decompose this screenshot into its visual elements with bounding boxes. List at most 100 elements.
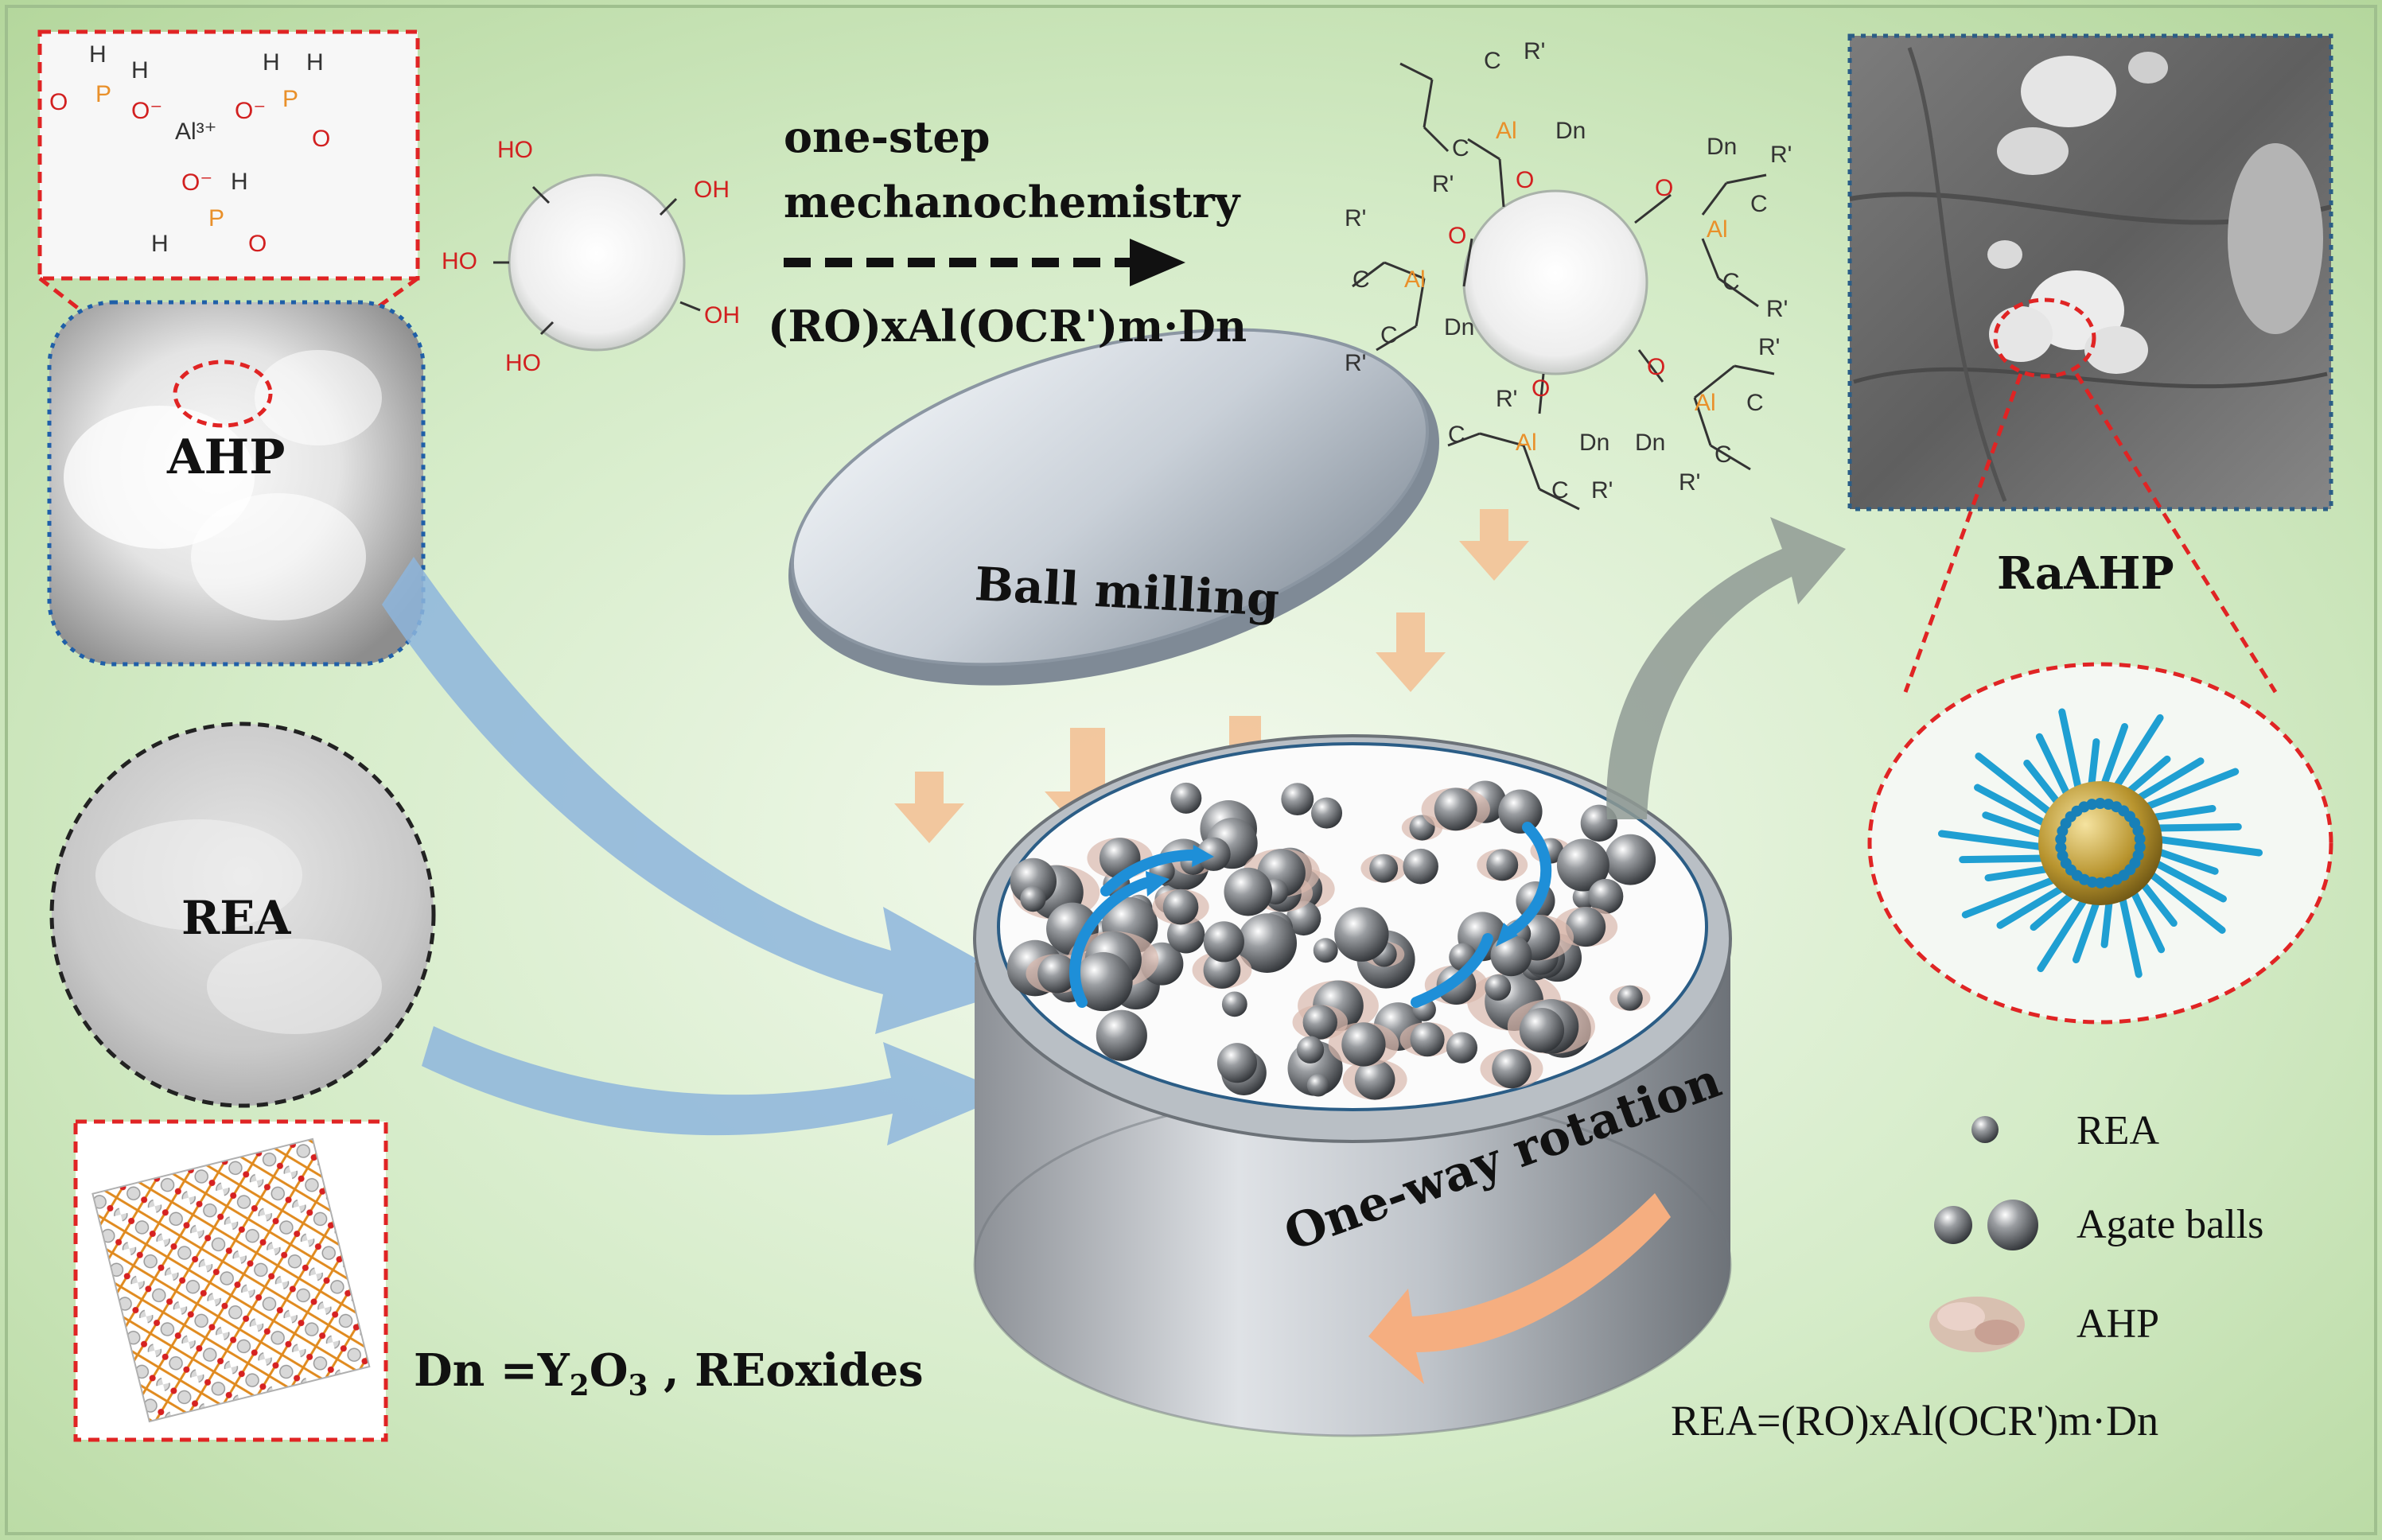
complex-al-2: Al [1404,266,1426,293]
hydroxyl-1: HO [497,137,533,163]
legend-rea-label: REA [2076,1108,2159,1153]
agate-ball [1203,951,1241,989]
legend-rea-swatch [1971,1116,1999,1143]
agate-ball [1354,1059,1395,1100]
ahp-h-2: H [131,57,149,84]
reagent-formula-label: (RO)xAl(OCR')m·Dn [768,301,1247,352]
complex-al-3: Al [1707,216,1728,243]
surface-chain [1937,830,2057,853]
agate-ball [1519,1008,1565,1053]
ahp-feed-arrow [382,557,1026,1034]
agate-ball [1073,952,1133,1012]
surface-chain [1961,871,2069,919]
complex-c-9: C [1448,422,1465,448]
ahp-p-3: P [208,205,225,231]
surface-chain [2058,708,2084,803]
complex-r-10: R' [1591,477,1613,504]
raahp-zoom-lines [1903,372,2278,694]
agate-ball [1296,1036,1325,1064]
legend-ahp-swatch [1929,1297,2025,1352]
hydroxyl-2: OH [694,177,730,203]
agate-ball [1167,916,1205,954]
hydroxyl-3: HO [442,248,477,274]
agate-ball [1446,1032,1478,1064]
complex-dn-4: Dn [1635,430,1666,456]
agate-ball [1369,854,1399,883]
raahp-particle-inset [1867,662,2333,1025]
complex-c-5: C [1750,191,1768,217]
agate-ball [1341,1022,1386,1067]
ahp-h-3: H [263,49,280,76]
complex-dn-5: Dn [1579,430,1610,456]
complex-c-8: C [1714,441,1732,468]
agate-ball [1498,789,1543,834]
ahp-h-4: H [306,49,324,76]
surface-chain [2144,834,2263,857]
surface-chain [2138,863,2226,934]
complex-r-9: R' [1496,386,1518,412]
complex-c-1: C [1484,48,1501,74]
complex-o-5: O [1532,375,1551,402]
agate-ball [1588,878,1624,914]
complex-c-2: C [1452,135,1469,161]
jar-lid [788,328,1439,686]
agate-ball [1221,991,1247,1017]
complex-c-7: C [1746,390,1764,416]
agate-ball [1313,938,1338,963]
agate-ball [1311,797,1343,829]
complex-dn-2: Dn [1444,314,1475,340]
agate-ball [1617,985,1643,1011]
agate-ball [1237,913,1298,973]
dn-formula-prefix: Dn =Y [414,1344,570,1397]
legend-ahp-label: AHP [2076,1301,2160,1347]
surface-chain [2131,768,2240,815]
one-step-label: one-step [784,111,991,162]
complex-r-3: R' [1345,205,1367,231]
rea-definition-formula: REA=(RO)xAl(OCR')m·Dn [1671,1397,2159,1445]
ahp-powder-photo [47,300,426,667]
complex-c-3: C [1353,266,1370,293]
complex-o-1: O [1516,167,1535,193]
dn-formula-sub2: 3 [628,1369,648,1403]
complex-al-1: Al [1496,118,1517,144]
rotation-arrow [1368,1193,1671,1384]
raahp-label: RaAHP [1997,547,2174,600]
surface-chain [2037,886,2095,973]
agate-ball [1556,838,1609,892]
agate-ball [1485,974,1512,1001]
mechanochemistry-label: mechanochemistry [784,177,1240,228]
swirl-arrows [1069,822,1552,1008]
complex-c-10: C [1551,477,1569,504]
agate-ball [1216,1043,1257,1083]
ahp-h-1: H [89,41,107,68]
agate-ball [1486,849,1519,881]
agate-ball [1096,1009,1147,1061]
legend-agate-swatch-small [1934,1206,1972,1244]
legend-agate-label: Agate balls [2076,1202,2264,1247]
complex-c-6: C [1722,269,1740,295]
ahp-al: Al³⁺ [175,119,217,145]
surface-chain [2142,854,2227,903]
agate-ball [1020,885,1046,912]
rea-label: REA [181,891,291,945]
surface-anchor [2055,842,2067,854]
surface-chain [2116,883,2143,978]
agate-ball [1490,935,1532,977]
complex-dn-3: Dn [1707,134,1738,160]
reaction-arrow-head [1130,239,1185,286]
agate-ball [1306,1074,1330,1097]
agate-ball [1434,788,1477,831]
complex-c-4: C [1380,322,1398,348]
ahp-o-1: O [49,89,68,115]
complex-al-4: Al [1695,390,1716,416]
surface-chain [2142,822,2242,832]
dn-formula: Dn =Y2O3 , REoxides [414,1344,924,1402]
legend-agate-swatch-large [1987,1200,2038,1250]
agate-ball [1566,907,1606,947]
surface-anchor [2134,833,2146,845]
agate-ball [1197,837,1231,871]
complex-dn-1: Dn [1555,118,1586,144]
crystal-structure-inset [73,1119,388,1442]
